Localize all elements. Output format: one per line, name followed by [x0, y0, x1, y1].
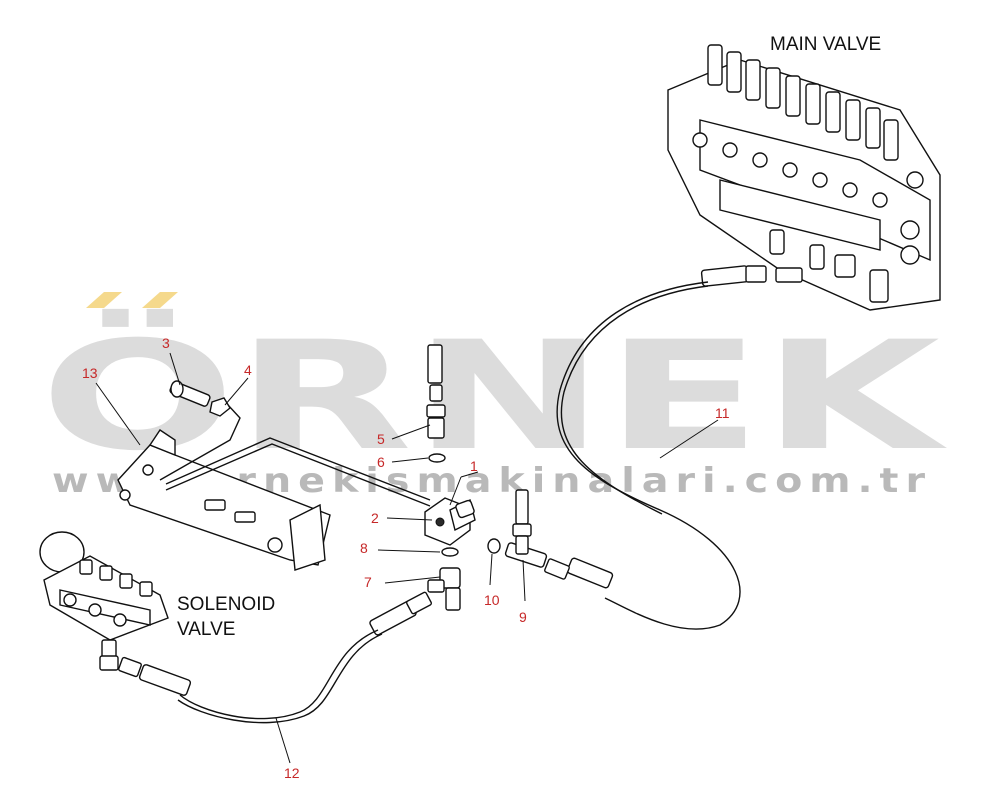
bracket-13: [117, 404, 431, 571]
hose-12: [118, 591, 432, 724]
solenoid-label-line1: SOLENOID: [177, 594, 275, 615]
fitting-5: [426, 344, 446, 439]
oring-8: [441, 547, 459, 557]
watermark-accent-right: [142, 292, 178, 308]
callout-3: 3: [162, 335, 170, 351]
callout-4: 4: [244, 362, 252, 378]
callout-10: 10: [484, 592, 500, 608]
elbow-7: [427, 567, 461, 611]
callout-2: 2: [371, 510, 379, 526]
tee-9: [504, 489, 548, 568]
solenoid-valve-drawing: [39, 531, 169, 671]
nut-4: [209, 397, 231, 417]
leader-lines: [95, 352, 719, 764]
callout-5: 5: [377, 431, 385, 447]
callouts: 1 2 3 4 5 6 7 8 9 10 11 12 13: [82, 335, 730, 781]
block-2: [424, 497, 476, 546]
callout-1: 1: [470, 458, 478, 474]
bolt-3: [169, 380, 211, 407]
solenoid-label-line2: VALVE: [177, 619, 235, 640]
callout-6: 6: [377, 454, 385, 470]
callout-9: 9: [519, 609, 527, 625]
oring-10: [487, 538, 501, 554]
watermark-accent-left: [86, 292, 122, 308]
callout-13: 13: [82, 365, 98, 381]
main-valve-drawing: [667, 44, 941, 311]
callout-12: 12: [284, 765, 300, 781]
callout-8: 8: [360, 540, 368, 556]
hose-11: [544, 265, 803, 630]
callout-7: 7: [364, 574, 372, 590]
main-valve-label: MAIN VALVE: [770, 34, 881, 55]
callout-11: 11: [715, 405, 730, 421]
oring-6: [428, 453, 446, 463]
